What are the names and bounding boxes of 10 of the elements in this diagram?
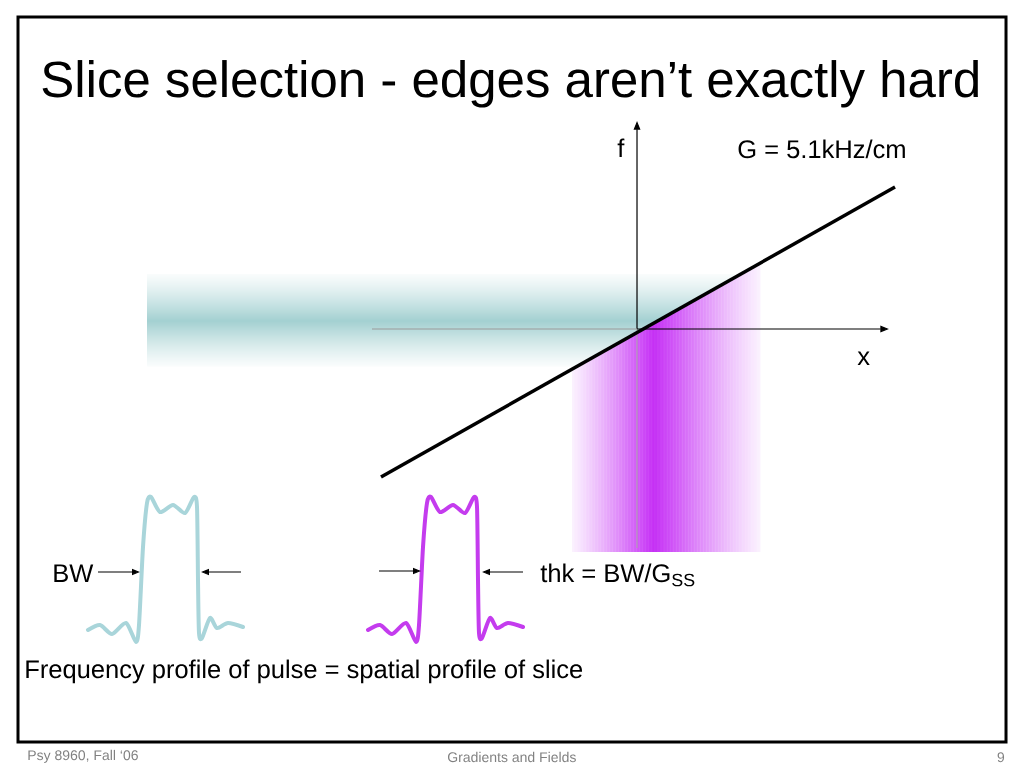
axis-label: x — [857, 351, 870, 365]
gradient-label: G = 5.1kHz/cm — [738, 139, 905, 159]
caption: Frequency profile of pulse = spatial profile of slice — [26, 659, 583, 684]
page-number: 9 — [997, 752, 1005, 763]
footer-text: Gradients and Fields — [448, 751, 576, 763]
footer-text: Psy 8960, Fall ‘06 — [28, 749, 138, 763]
dimension-label: BW — [54, 564, 94, 582]
dimension-label: thk = BW/G$_{SS}$ — [540, 563, 695, 587]
slide-title: Slice selection - edges aren’t exactly hard — [42, 60, 978, 108]
axis-label: f — [617, 138, 625, 157]
